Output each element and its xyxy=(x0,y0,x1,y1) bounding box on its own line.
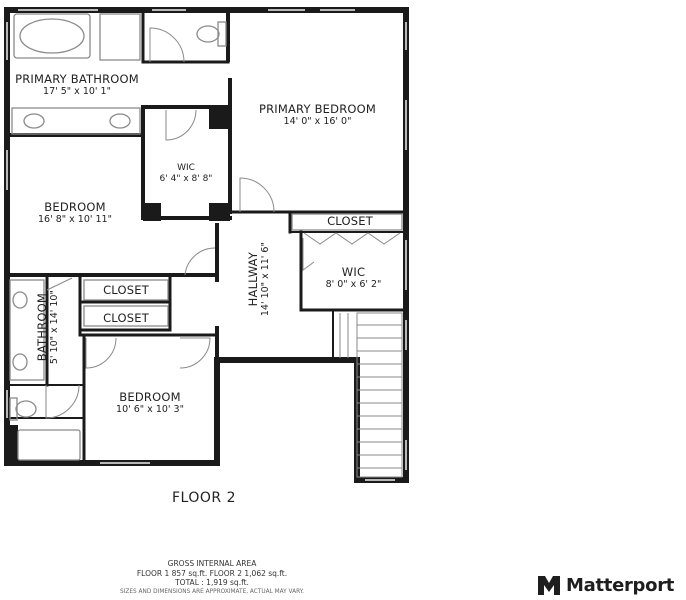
room-label-bedroom: BEDROOM 16' 8" x 10' 11" xyxy=(15,200,135,226)
bathtub-icon xyxy=(17,429,81,461)
room-label-hallway: HALLWAY 14' 10" x 11' 6" xyxy=(246,224,272,334)
room-name: WIC xyxy=(177,163,195,173)
sink-icon xyxy=(109,113,131,129)
door-swing-icon xyxy=(149,27,185,63)
room-name: PRIMARY BATHROOM xyxy=(15,72,139,86)
door-swing-icon xyxy=(184,247,216,276)
door-swing-icon xyxy=(239,177,275,213)
pillar xyxy=(4,425,18,465)
door-swing-icon xyxy=(85,337,117,369)
vanity-counter-icon xyxy=(11,107,141,135)
room-label-closet: CLOSET xyxy=(300,214,400,228)
room-name: CLOSET xyxy=(103,311,149,325)
room-label-closet: CLOSET xyxy=(84,311,168,325)
pillar xyxy=(143,203,161,221)
room-dimensions: 16' 8" x 10' 11" xyxy=(38,214,112,226)
room-name: WIC xyxy=(341,265,366,279)
door-swing-icon xyxy=(46,277,73,291)
bathtub-basin-icon xyxy=(19,18,85,54)
matterport-logo-icon xyxy=(538,576,560,595)
closet-rod-icon xyxy=(291,213,403,231)
room-name: BATHROOM xyxy=(34,293,49,362)
sink-icon xyxy=(12,291,28,309)
room-label-bedroom: BEDROOM 10' 6" x 10' 3" xyxy=(95,390,205,416)
stairs xyxy=(339,312,403,478)
bathtub-icon xyxy=(13,13,91,59)
toilet-tank-icon xyxy=(217,21,227,47)
room-dimensions: 5' 10" x 14' 10" xyxy=(49,290,61,365)
room-label-closet: CLOSET xyxy=(84,283,168,297)
room-name: BEDROOM xyxy=(119,390,181,404)
area-floors: FLOOR 1 857 sq.ft. FLOOR 2 1,062 sq.ft. xyxy=(136,568,288,578)
sink-icon xyxy=(12,353,28,371)
stair-outline xyxy=(356,312,403,478)
floor-label: FLOOR 2 xyxy=(172,490,236,506)
windows xyxy=(6,9,407,481)
sink-icon xyxy=(23,113,45,129)
room-label-primary-bedroom: PRIMARY BEDROOM 14' 0" x 16' 0" xyxy=(245,102,390,128)
brand-name: Matterport xyxy=(566,574,675,596)
room-dimensions: 14' 10" x 11' 6" xyxy=(260,242,272,317)
toilet-bowl-icon xyxy=(15,400,37,418)
room-label-wic: WIC 8' 0" x 6' 2" xyxy=(306,265,401,291)
pillars xyxy=(4,107,230,465)
door-swing-icon xyxy=(165,109,197,141)
area-heading: GROSS INTERNAL AREA xyxy=(167,559,257,568)
doors xyxy=(45,27,401,419)
room-name: PRIMARY BEDROOM xyxy=(258,102,377,116)
room-dimensions: 17' 5" x 10' 1" xyxy=(43,86,111,98)
door-swing-icon xyxy=(179,337,211,369)
room-name: CLOSET xyxy=(327,214,373,228)
bifold-door-icon xyxy=(303,232,401,245)
room-label-primary-bathroom: PRIMARY BATHROOM 17' 5" x 10' 1" xyxy=(12,72,142,98)
room-name: CLOSET xyxy=(103,283,149,297)
pillar xyxy=(209,107,230,129)
toilet-tank-icon xyxy=(9,397,18,421)
door-swing-icon xyxy=(45,384,80,419)
room-dimensions: 6' 4" x 8' 8" xyxy=(159,174,213,185)
room-name: BEDROOM xyxy=(44,200,106,214)
area-total: TOTAL : 1,919 sq.ft. xyxy=(175,578,249,587)
room-label-wic: WIC 6' 4" x 8' 8" xyxy=(150,163,222,186)
room-dimensions: 10' 6" x 10' 3" xyxy=(116,404,184,416)
room-dimensions: 8' 0" x 6' 2" xyxy=(325,279,382,291)
room-label-bathroom: BATHROOM 5' 10" x 14' 10" xyxy=(35,280,61,374)
toilet-bowl-icon xyxy=(196,25,220,43)
pillar xyxy=(209,203,230,221)
vanity-counter-icon xyxy=(9,279,45,381)
room-name: HALLWAY xyxy=(245,251,260,307)
area-summary: GROSS INTERNAL AREA FLOOR 1 857 sq.ft. F… xyxy=(108,559,316,597)
closet-rod-icon xyxy=(83,279,169,301)
closet-rod-icon xyxy=(83,305,169,327)
area-disclaimer: SIZES AND DIMENSIONS ARE APPROXIMATE, AC… xyxy=(120,588,304,595)
fixtures xyxy=(9,13,403,461)
room-dimensions: 14' 0" x 16' 0" xyxy=(283,116,352,128)
brand-logo: Matterport xyxy=(537,572,674,598)
door-swing-icon xyxy=(302,238,315,271)
shower-icon xyxy=(99,13,141,61)
